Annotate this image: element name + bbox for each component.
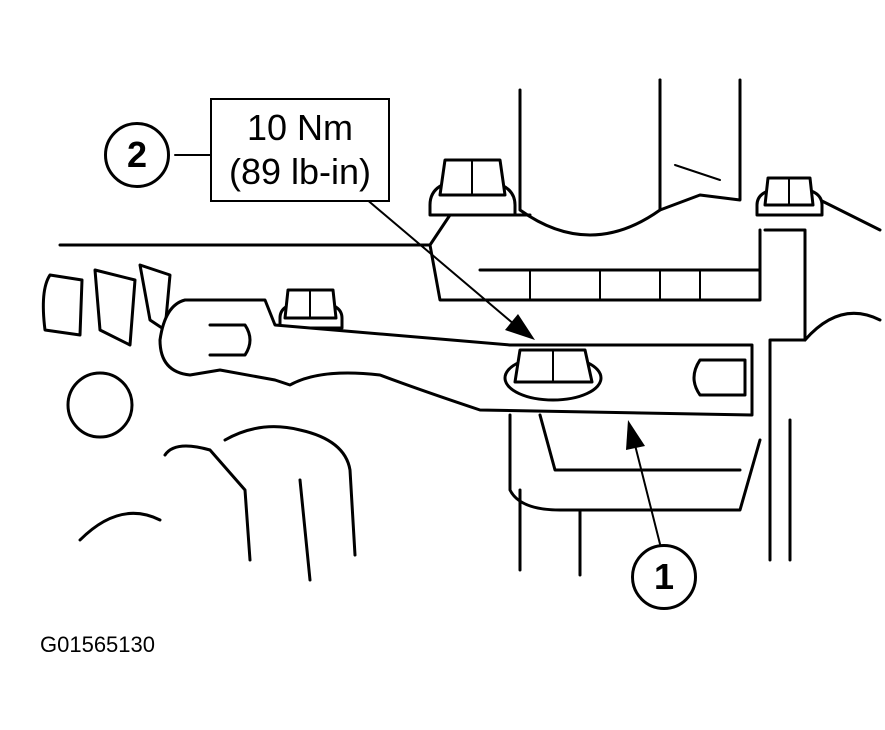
torque-spec-box: 10 Nm (89 lb-in) <box>210 98 390 202</box>
bracket-bolt <box>503 348 603 402</box>
top-bolt-left <box>428 158 517 217</box>
torque-nm: 10 Nm <box>246 107 354 148</box>
callout-2: 2 <box>104 122 170 188</box>
torque-lbin: (89 lb-in) <box>228 151 372 192</box>
figure-id: G01565130 <box>40 632 155 657</box>
small-bolt <box>278 288 344 330</box>
callout-1: 1 <box>631 544 697 610</box>
leader-line-bolt <box>174 154 535 340</box>
shift-bracket <box>158 298 754 417</box>
housing-casting <box>41 78 882 582</box>
top-bolt-right <box>755 176 824 217</box>
leader-line-bracket <box>626 420 661 545</box>
